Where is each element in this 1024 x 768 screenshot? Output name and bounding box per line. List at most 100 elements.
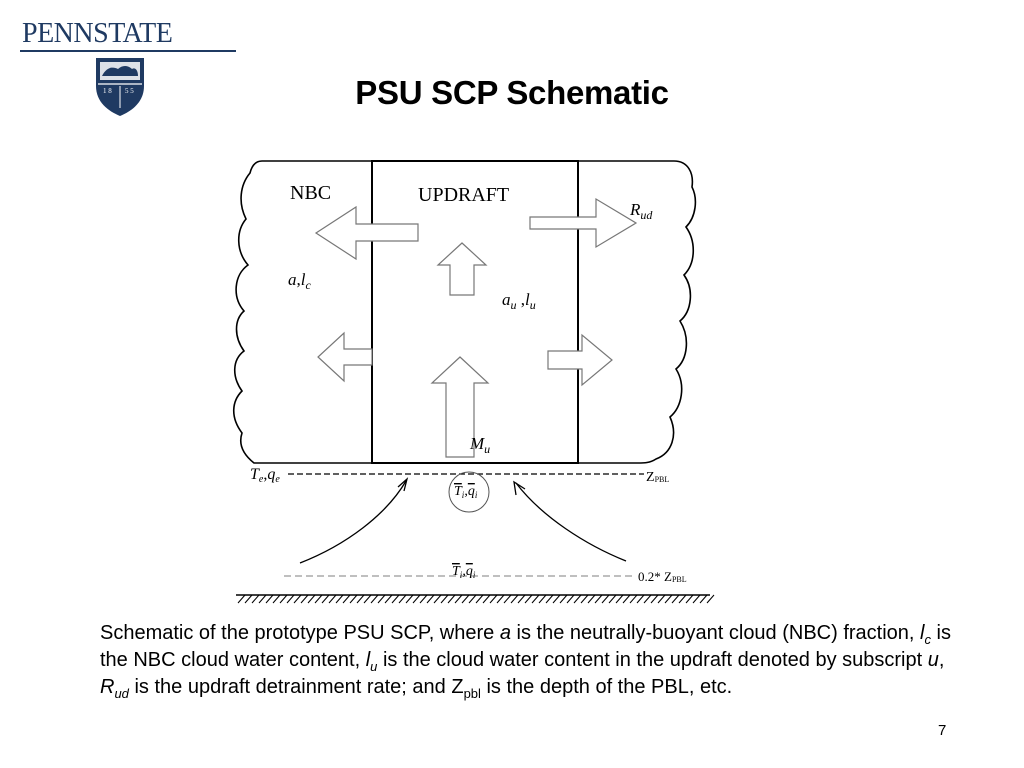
ground-hatch-mark xyxy=(503,594,512,604)
ground-hatch-mark xyxy=(349,594,358,604)
ground-hatch-mark xyxy=(692,594,701,604)
logo-divider xyxy=(20,50,236,52)
ground-hatch-mark xyxy=(251,594,260,604)
ground-hatch-mark xyxy=(279,594,288,604)
caption-var-a: a xyxy=(499,622,511,644)
ground-hatch-mark xyxy=(412,594,421,604)
ground-hatch-mark xyxy=(286,594,295,604)
updraft-column xyxy=(371,160,579,464)
slide-title: PSU SCP Schematic xyxy=(355,74,669,111)
shield-year-left: 1 8 xyxy=(103,87,112,95)
ground-hatch-mark xyxy=(685,594,694,604)
inflow-arrowhead-right xyxy=(513,480,526,496)
caption-var-lc: l xyxy=(920,622,925,644)
entrain-arrow-left-lower xyxy=(317,331,373,383)
ground-hatch-mark xyxy=(482,594,491,604)
ground-hatch-mark xyxy=(699,594,708,604)
caption-var-rud-sub: ud xyxy=(114,686,129,701)
ground-hatch-mark xyxy=(489,594,498,604)
label-ti-qi-upper: Ti,qi xyxy=(454,484,478,500)
shield-icon: 1 8 5 5 xyxy=(96,58,144,116)
ground-hatch-mark xyxy=(335,594,344,604)
pennstate-logo: PENNSTATE 1 8 5 5 xyxy=(20,18,240,118)
updraft-arrow-lower xyxy=(430,356,490,458)
detrain-arrow-right-lower xyxy=(547,333,613,387)
ground-hatch-mark xyxy=(566,594,575,604)
inflow-curve-left xyxy=(299,480,407,564)
ground-hatch-mark xyxy=(657,594,666,604)
caption-text-6: is the updraft detrainment rate; and Z xyxy=(128,676,464,698)
ground-hatch-mark xyxy=(454,594,463,604)
cloud-outline-right xyxy=(578,160,697,464)
caption-var-lu-sub: u xyxy=(370,659,378,674)
ground-hatch-mark xyxy=(587,594,596,604)
ground-hatch-mark xyxy=(664,594,673,604)
ground-hatch-mark xyxy=(384,594,393,604)
caption-var-rud: R xyxy=(100,676,115,698)
ground-hatch-mark xyxy=(391,594,400,604)
label-zpbl: ZPBL xyxy=(646,470,669,485)
ground-hatch-mark xyxy=(321,594,330,604)
ground-hatch xyxy=(237,594,715,604)
ground-hatch-mark xyxy=(342,594,351,604)
caption-var-lu: l xyxy=(365,649,371,671)
ground-hatch-mark xyxy=(671,594,680,604)
ground-hatch-mark xyxy=(622,594,631,604)
label-updraft: UPDRAFT xyxy=(418,184,509,206)
label-au-lu: au ,lu xyxy=(502,290,536,312)
ground-hatch-mark xyxy=(258,594,267,604)
ground-hatch-mark xyxy=(272,594,281,604)
label-ti-qi-lower: Ti,qi xyxy=(452,564,476,580)
cloud-outline xyxy=(232,160,373,464)
ground-hatch-mark xyxy=(265,594,274,604)
ground-hatch-mark xyxy=(594,594,603,604)
caption-text-2: is the neutrally-buoyant cloud (NBC) fra… xyxy=(510,622,921,644)
caption-text-4: is the cloud water content in the updraf… xyxy=(377,649,928,671)
ground-hatch-mark xyxy=(650,594,659,604)
caption-text-7: is the depth of the PBL, etc. xyxy=(480,676,733,698)
label-nbc: NBC xyxy=(290,182,331,204)
label-r-ud: Rud xyxy=(629,200,653,222)
ground-hatch-mark xyxy=(496,594,505,604)
updraft-arrow-upper xyxy=(436,242,488,296)
label-a-lc: a,lc xyxy=(288,270,311,292)
label-mu: Mu xyxy=(469,434,490,456)
ground-hatch-mark xyxy=(643,594,652,604)
ground-hatch-mark xyxy=(328,594,337,604)
caption-var-u: u xyxy=(927,649,939,671)
ground-hatch-mark xyxy=(468,594,477,604)
ground-hatch-mark xyxy=(559,594,568,604)
inflow-arrowhead-left xyxy=(397,477,409,492)
caption-text-5: , xyxy=(938,649,945,671)
ground-hatch-mark xyxy=(531,594,540,604)
scp-schematic-diagram: NBC UPDRAFT Rud a,lc au ,lu Mu Te,qe ZPB… xyxy=(232,160,715,604)
caption-text-1: Schematic of the prototype PSU SCP, wher… xyxy=(100,622,500,644)
caption-text-3: is the NBC cloud water content, xyxy=(100,622,951,671)
caption-zpbl-sub: pbl xyxy=(463,686,481,701)
ground-hatch-mark xyxy=(475,594,484,604)
ground-hatch-mark xyxy=(608,594,617,604)
ground-hatch-mark xyxy=(398,594,407,604)
caption-var-lc-sub: c xyxy=(924,632,932,647)
ground-hatch-mark xyxy=(293,594,302,604)
pennstate-wordmark: PENNSTATE xyxy=(22,18,173,49)
ground-hatch-mark xyxy=(545,594,554,604)
ground-hatch-mark xyxy=(629,594,638,604)
detrain-arrow-right-upper xyxy=(529,197,638,249)
inflow-circle xyxy=(448,471,490,513)
ground-hatch-mark xyxy=(377,594,386,604)
ground-hatch-mark xyxy=(580,594,589,604)
ground-hatch-mark xyxy=(433,594,442,604)
ground-hatch-mark xyxy=(307,594,316,604)
ground-hatch-mark xyxy=(419,594,428,604)
ground-hatch-mark xyxy=(615,594,624,604)
label-te-qe: Te,qe xyxy=(250,466,280,485)
inflow-curve-right xyxy=(515,482,627,562)
page-number: 7 xyxy=(938,722,947,739)
ground-hatch-mark xyxy=(244,594,253,604)
ground-hatch-mark xyxy=(552,594,561,604)
ground-hatch-mark xyxy=(447,594,456,604)
ground-hatch-mark xyxy=(363,594,372,604)
shield-year-right: 5 5 xyxy=(125,87,134,95)
ground-hatch-mark xyxy=(440,594,449,604)
